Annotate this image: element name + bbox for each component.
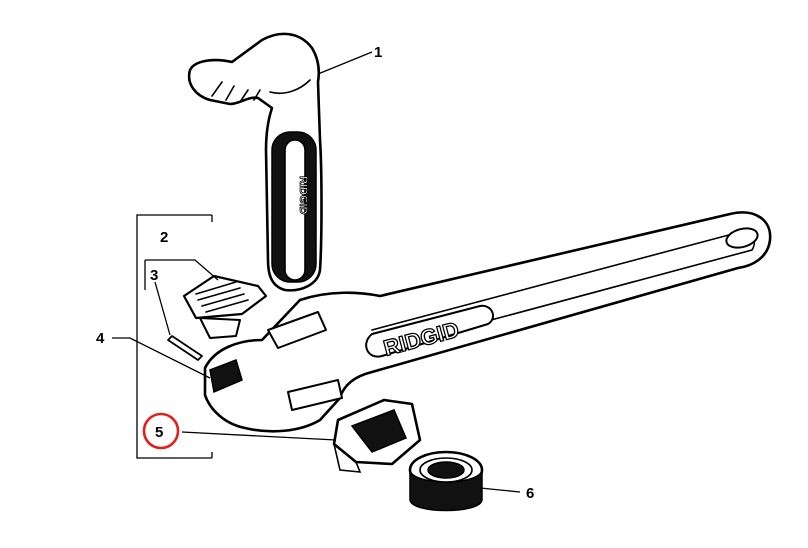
leader-3	[154, 281, 171, 336]
callout-number: 1	[374, 44, 382, 61]
callout-number: 5	[155, 424, 163, 441]
callout-5[interactable]: 5	[142, 412, 180, 450]
wrench-handle-part: RIDGID	[203, 211, 772, 433]
callout-4[interactable]: 4	[96, 330, 105, 347]
adjusting-nut-part	[408, 450, 484, 512]
callout-3[interactable]: 3	[150, 267, 158, 284]
callout-1[interactable]: 1	[374, 44, 382, 61]
leader-6	[479, 487, 521, 493]
assembly-bracket	[136, 214, 213, 459]
jaw-spring-part	[182, 274, 268, 339]
callout-2[interactable]: 2	[160, 229, 168, 246]
hook-jaw-brand-label: RIDGID	[297, 176, 309, 215]
callout-6[interactable]: 6	[526, 485, 534, 502]
leader-5	[181, 431, 337, 441]
leader-1	[317, 51, 373, 75]
callout-number: 3	[150, 267, 158, 284]
leader-2	[144, 259, 219, 290]
hook-jaw-part: RIDGID	[187, 32, 323, 292]
callout-number: 6	[526, 485, 534, 502]
pin-part	[167, 335, 203, 361]
callout-number: 2	[160, 229, 168, 246]
frame-part	[332, 398, 422, 473]
leader-lines	[112, 51, 521, 493]
highlight-circle	[142, 412, 180, 450]
callout-number: 4	[96, 330, 105, 347]
leader-4	[112, 337, 211, 379]
